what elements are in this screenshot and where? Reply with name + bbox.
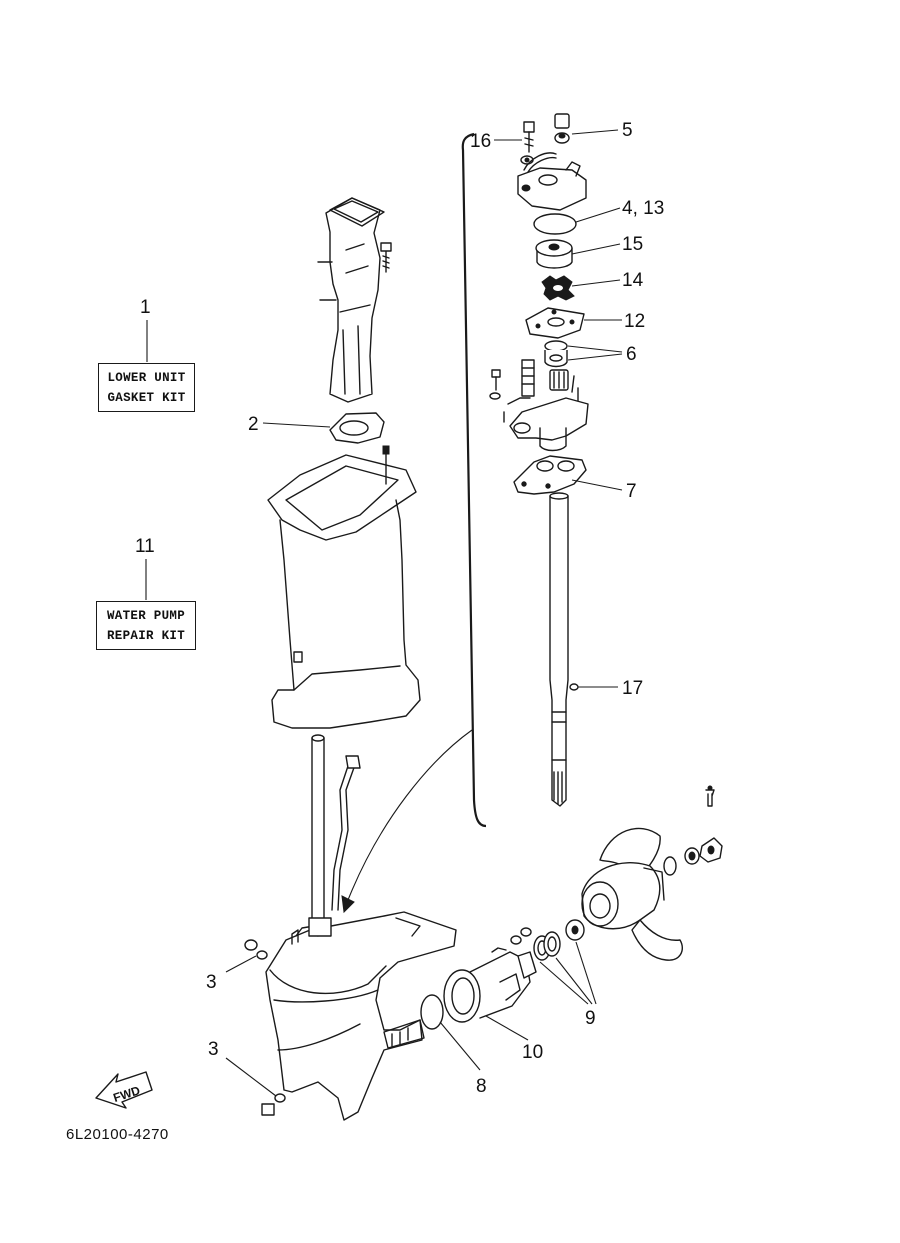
- propeller-nut-part: [663, 785, 723, 876]
- callout-3b: 3: [208, 1039, 219, 1060]
- callout-14: 14: [622, 270, 644, 291]
- kit-ref-number: 1: [140, 297, 151, 318]
- bolt-16-part: [520, 121, 535, 165]
- leader-7: [571, 479, 623, 491]
- drive-shaft-part: [549, 492, 579, 807]
- propeller-part: [581, 827, 684, 961]
- callout-4-13: 4, 13: [622, 198, 664, 219]
- leader-8: [439, 1021, 481, 1071]
- outer-plate-12-part: [525, 307, 585, 339]
- callout-7: 7: [626, 481, 637, 502]
- grommet-5-part: [554, 113, 570, 144]
- drain-screw-3-upper-part: [244, 939, 268, 960]
- pump-base-part: [489, 359, 589, 452]
- leader-2: [262, 422, 331, 428]
- leader-10: [485, 1015, 529, 1041]
- leader-6a: [567, 345, 623, 353]
- callout-9: 9: [585, 1008, 596, 1029]
- kit-box-lower-unit-gasket: LOWER UNIT GASKET KIT: [98, 363, 195, 412]
- kit-line: GASKET KIT: [107, 391, 186, 405]
- callout-5: 5: [622, 120, 633, 141]
- gasket-7-part: [513, 455, 587, 495]
- leader-3b: [225, 1057, 277, 1097]
- kit-ref-number: 11: [135, 536, 155, 557]
- assembly-arrow-line: [347, 729, 473, 901]
- shaft-housing-10-part: [443, 947, 531, 1023]
- callout-17: 17: [622, 678, 643, 699]
- oring-8-part: [420, 994, 444, 1030]
- forward-direction-arrow: FWD: [95, 1071, 153, 1109]
- upper-casing-part: [267, 445, 421, 729]
- callout-2: 2: [248, 414, 259, 435]
- gasket-2-part: [329, 412, 385, 444]
- leader-9a: [539, 961, 589, 1005]
- pump-housing-part: [517, 152, 587, 211]
- leader-14: [571, 279, 621, 287]
- oring-4-13-part: [533, 213, 577, 235]
- callout-15: 15: [622, 234, 643, 255]
- callout-3a: 3: [206, 972, 217, 993]
- leader-3a: [225, 955, 257, 973]
- leader-9b: [555, 957, 593, 1005]
- callout-16: 16: [470, 131, 491, 152]
- kit-box-water-pump-repair: WATER PUMP REPAIR KIT: [96, 601, 196, 650]
- lower-casing-part: [265, 911, 457, 1121]
- exhaust-guide-part: [317, 197, 385, 403]
- document-code: 6L20100-4270: [66, 1126, 169, 1143]
- callout-12: 12: [624, 311, 645, 332]
- pump-group-bracket: [461, 132, 487, 828]
- kit-line: WATER PUMP: [106, 609, 185, 623]
- callout-8: 8: [476, 1076, 487, 1097]
- leader-6b: [567, 353, 623, 361]
- leader-15: [571, 243, 621, 255]
- assembly-arrow-head: [341, 895, 355, 914]
- oil-seal-6-part: [544, 340, 568, 368]
- leader-4-13: [575, 207, 621, 223]
- insert-15-part: [535, 239, 573, 269]
- leader-5: [571, 129, 619, 135]
- drain-screw-3-lower-part: [261, 1093, 286, 1116]
- impeller-14-part: [541, 275, 575, 301]
- bolt-part: [380, 242, 392, 273]
- callout-6: 6: [626, 344, 637, 365]
- callout-10: 10: [522, 1042, 543, 1063]
- leader-9c: [575, 941, 597, 1005]
- bearing-9-part: [510, 919, 585, 979]
- water-tube-part: [311, 734, 361, 921]
- kit-line: REPAIR KIT: [106, 629, 185, 643]
- kit-line: LOWER UNIT: [107, 371, 186, 385]
